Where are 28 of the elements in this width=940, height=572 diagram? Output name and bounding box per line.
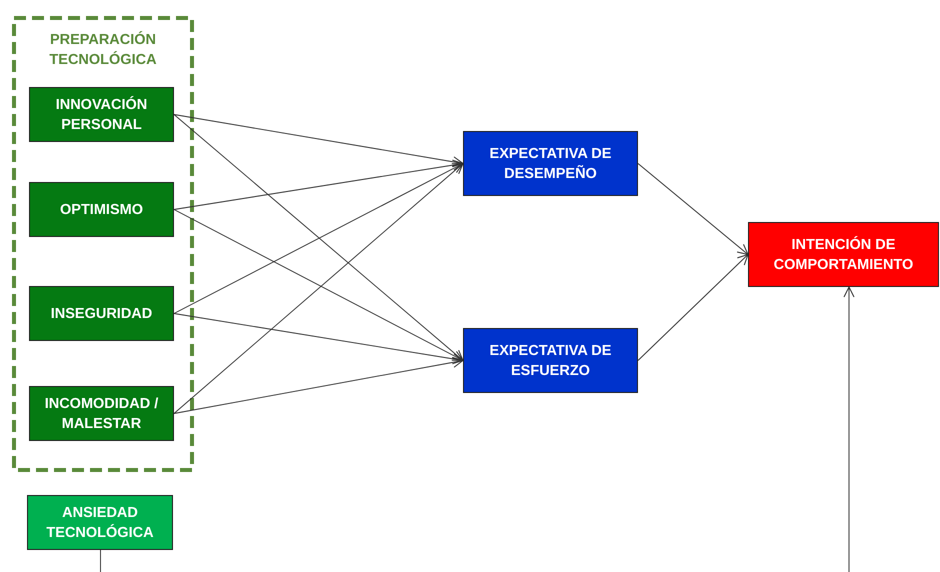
node-label: EXPECTATIVA DE DESEMPEÑO: [488, 144, 612, 184]
expectation-box: [463, 131, 638, 196]
node-label: INTENCIÓN DE COMPORTAMIENTO: [772, 235, 914, 274]
group-heading: PREPARACIÓN TECNOLÓGICA: [48, 30, 158, 70]
node-label: ANSIEDAD TECNOLÓGICA: [45, 504, 155, 542]
outcome-box: [748, 222, 939, 287]
arrow: [174, 163, 464, 414]
node-label: INNOVACIÓN PERSONAL: [54, 95, 148, 134]
arrow: [174, 160, 464, 210]
arrow: [174, 114, 464, 361]
arrow: [174, 209, 464, 361]
arrow: [100, 286, 854, 572]
arrow: [174, 114, 464, 168]
node-label: EXPECTATIVA DE ESFUERZO: [488, 342, 612, 380]
arrow: [174, 313, 464, 364]
arrow: [174, 356, 464, 414]
factor-box: [29, 286, 174, 341]
anxiety-box: [27, 495, 173, 550]
expectation-box: [463, 328, 638, 393]
factor-box: [29, 87, 174, 142]
arrow: [638, 254, 748, 361]
arrow: [638, 163, 748, 255]
node-label: INCOMODIDAD / MALESTAR: [44, 394, 160, 434]
arrow: [174, 163, 464, 314]
node-label: INSEGURIDAD: [50, 304, 152, 324]
factor-box: [29, 386, 174, 441]
node-label: OPTIMISMO: [60, 200, 143, 220]
factor-box: [29, 182, 174, 237]
